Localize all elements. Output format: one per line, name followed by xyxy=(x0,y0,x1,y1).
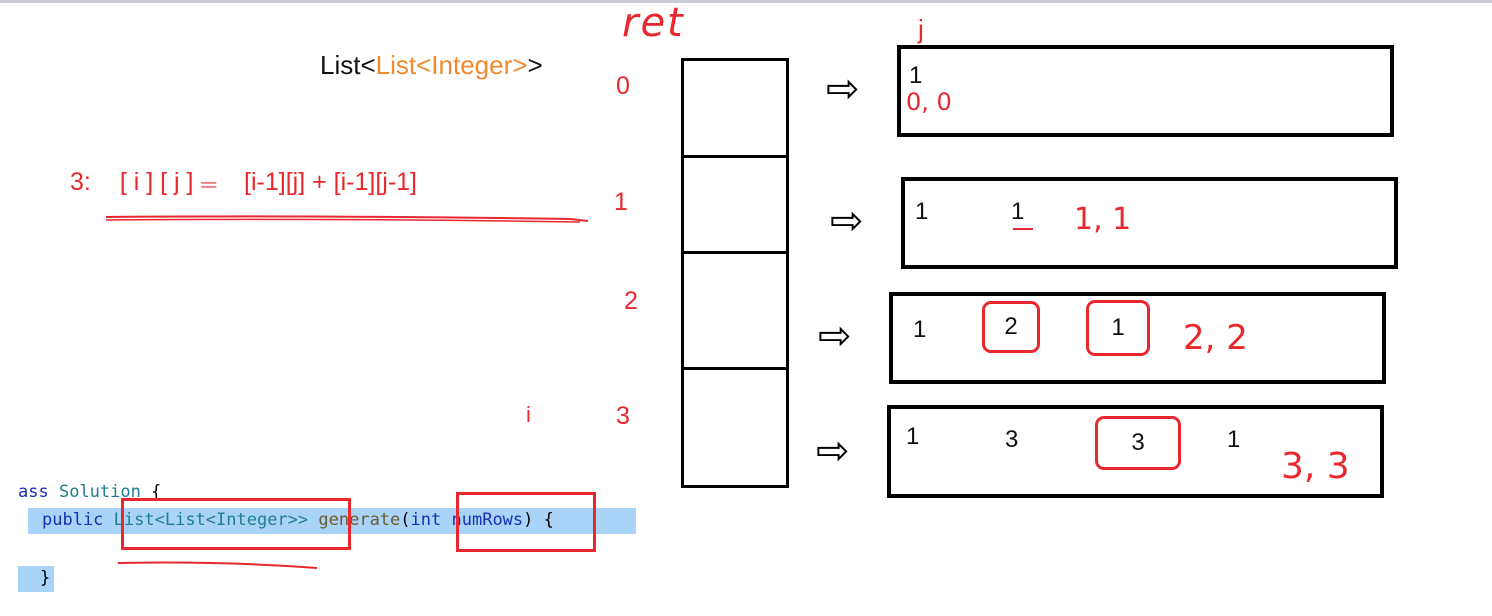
row-box-1 xyxy=(901,177,1398,269)
row-3-note: 3, 3 xyxy=(1281,446,1350,487)
code-method-name: generate xyxy=(318,510,401,530)
formula-lhs: [ i ] [ j ] xyxy=(119,168,194,196)
row-2-cell-2: 1 xyxy=(1086,300,1150,356)
row-box-2 xyxy=(889,292,1386,384)
ret-divider-1 xyxy=(684,155,786,158)
index-1: 1 xyxy=(614,188,628,216)
row-1-cell-1: 1 xyxy=(1011,198,1025,225)
code-underline xyxy=(117,561,318,569)
i-label: i xyxy=(526,402,531,427)
code-brace: } xyxy=(40,568,51,588)
index-3: 3 xyxy=(616,402,630,430)
row-3-cell-0: 1 xyxy=(906,423,920,450)
code-keyword: ass xyxy=(18,482,49,502)
row-1-note: 1, 1 xyxy=(1074,202,1132,237)
formula-prefix: 3: xyxy=(70,168,91,196)
code-line-1: ass Solution { xyxy=(18,482,161,502)
code-keyword-public: public xyxy=(42,510,104,530)
code-return-type: List<List<Integer>> xyxy=(113,510,309,530)
formula-eq: == xyxy=(200,177,217,194)
row-box-3 xyxy=(887,405,1384,498)
row-2-cell-1: 2 xyxy=(982,301,1040,353)
index-0: 0 xyxy=(616,72,630,100)
index-2: 2 xyxy=(624,287,638,315)
row-3-cell-3: 1 xyxy=(1227,426,1241,453)
arrow-icon: ⇨ xyxy=(826,67,860,111)
row-0-note: 0, 0 xyxy=(906,88,952,116)
code-keyword-int: int xyxy=(410,510,442,530)
type-inner: List<Integer> xyxy=(375,50,528,80)
ret-divider-2 xyxy=(684,251,786,254)
arrow-icon: ⇨ xyxy=(830,199,864,243)
type-outer-close: > xyxy=(527,50,543,80)
formula-underline xyxy=(105,215,589,223)
top-border xyxy=(0,0,1492,3)
code-brace: { xyxy=(140,482,162,502)
ret-label: ret xyxy=(622,0,685,46)
ret-divider-3 xyxy=(684,367,786,370)
ret-array xyxy=(681,58,789,488)
code-param-name: numRows xyxy=(451,510,524,530)
code-highlight xyxy=(28,508,636,534)
row-2-cell-0: 1 xyxy=(913,316,927,343)
j-label: j xyxy=(918,14,924,44)
type-label: List<List<Integer>> xyxy=(320,50,543,81)
row-3-cell-1: 3 xyxy=(1005,426,1019,453)
row-3-cell-2: 3 xyxy=(1095,416,1181,470)
arrow-icon: ⇨ xyxy=(818,314,852,358)
code-brace: { xyxy=(543,510,554,530)
row-0-cell-0: 1 xyxy=(909,62,923,89)
row-box-0 xyxy=(897,45,1394,137)
code-line-3: } xyxy=(40,568,50,588)
type-outer-open: List< xyxy=(320,50,376,80)
code-open-paren: ( xyxy=(400,510,411,530)
code-close-paren: ) xyxy=(523,510,534,530)
row-1-cell-1-underline xyxy=(1013,228,1033,230)
code-line-2: public List<List<Integer>> generate(int … xyxy=(42,510,554,530)
code-return-type-box xyxy=(121,498,351,550)
code-class-name: Solution xyxy=(58,482,141,502)
arrow-icon: ⇨ xyxy=(816,429,850,473)
code-param-box xyxy=(456,492,596,552)
formula-rhs: [i-1][j] + [i-1][j-1] xyxy=(244,168,417,196)
code-highlight-2 xyxy=(18,566,54,592)
row-2-note: 2, 2 xyxy=(1183,318,1248,358)
row-1-cell-0: 1 xyxy=(915,198,929,225)
formula: 3: [ i ] [ j ] == [i-1][j] + [i-1][j-1] xyxy=(70,168,417,197)
